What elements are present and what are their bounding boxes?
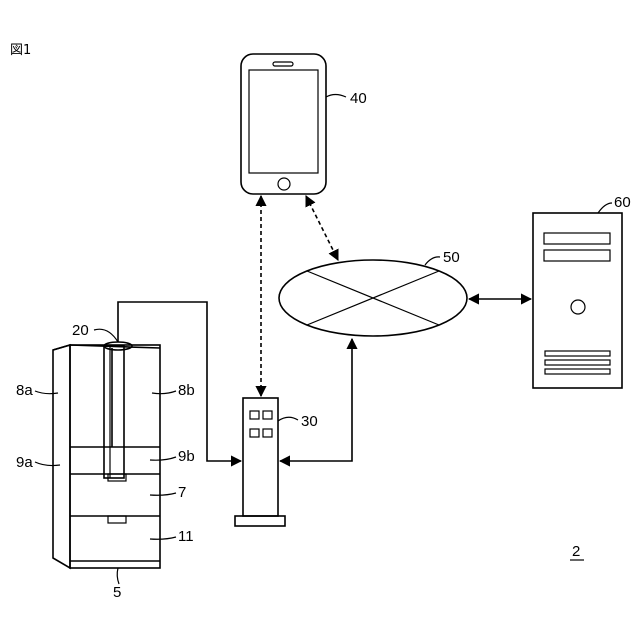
hub-body bbox=[243, 398, 278, 516]
smartphone-speaker bbox=[273, 62, 293, 66]
server-drive-bay-2 bbox=[544, 250, 610, 261]
adapter-strip bbox=[104, 346, 124, 478]
adapter-leader bbox=[94, 329, 118, 342]
smartphone-screen bbox=[249, 70, 318, 173]
label-8a: 8a bbox=[16, 382, 33, 399]
drawer-handle-lower bbox=[108, 516, 126, 523]
system-ref-label: 2 bbox=[572, 543, 580, 560]
smartphone-leader bbox=[326, 95, 346, 98]
label-11: 11 bbox=[178, 528, 194, 545]
server-vent-1 bbox=[545, 351, 610, 356]
leader-9b bbox=[150, 457, 176, 460]
hub-indicator-4 bbox=[263, 429, 272, 437]
hub-indicator-2 bbox=[263, 411, 272, 419]
server-tower bbox=[533, 213, 622, 388]
leader-7 bbox=[150, 493, 176, 495]
server-vent-2 bbox=[545, 360, 610, 365]
label-9a: 9a bbox=[16, 454, 33, 471]
leader-8a bbox=[35, 391, 58, 394]
refrigerator-side bbox=[53, 345, 70, 568]
smartphone-home-button bbox=[278, 178, 290, 190]
server-ref-label: 60 bbox=[614, 194, 631, 211]
server-vent-3 bbox=[545, 369, 610, 374]
hub-base bbox=[235, 516, 285, 526]
label-7: 7 bbox=[178, 484, 186, 501]
network-ref-label: 50 bbox=[443, 249, 460, 266]
leader-11 bbox=[150, 537, 176, 539]
smartphone-to-network-link bbox=[306, 196, 338, 260]
label-8b: 8b bbox=[178, 382, 195, 399]
hub-leader bbox=[278, 417, 298, 421]
leader-8b bbox=[152, 391, 176, 394]
network-leader bbox=[425, 257, 440, 265]
refrigerator-front bbox=[70, 345, 160, 568]
refrigerator bbox=[53, 345, 160, 568]
label-9b: 9b bbox=[178, 448, 195, 465]
hub-to-network-link bbox=[280, 339, 352, 461]
smartphone bbox=[241, 54, 326, 194]
network-cloud bbox=[279, 260, 467, 336]
hub-indicator-3 bbox=[250, 429, 259, 437]
hub-indicator-1 bbox=[250, 411, 259, 419]
server-drive-bay-1 bbox=[544, 233, 610, 244]
leader-5 bbox=[117, 568, 119, 584]
adapter-device bbox=[104, 342, 132, 478]
server-power-button bbox=[571, 300, 585, 314]
label-5: 5 bbox=[113, 584, 121, 601]
leader-9a bbox=[35, 462, 60, 466]
hub-device bbox=[235, 398, 285, 526]
server-leader bbox=[598, 203, 612, 213]
hub-ref-label: 30 bbox=[301, 413, 318, 430]
smartphone-ref-label: 40 bbox=[350, 90, 367, 107]
adapter-ref-label: 20 bbox=[72, 322, 89, 339]
figure-title: 図1 bbox=[10, 43, 31, 58]
